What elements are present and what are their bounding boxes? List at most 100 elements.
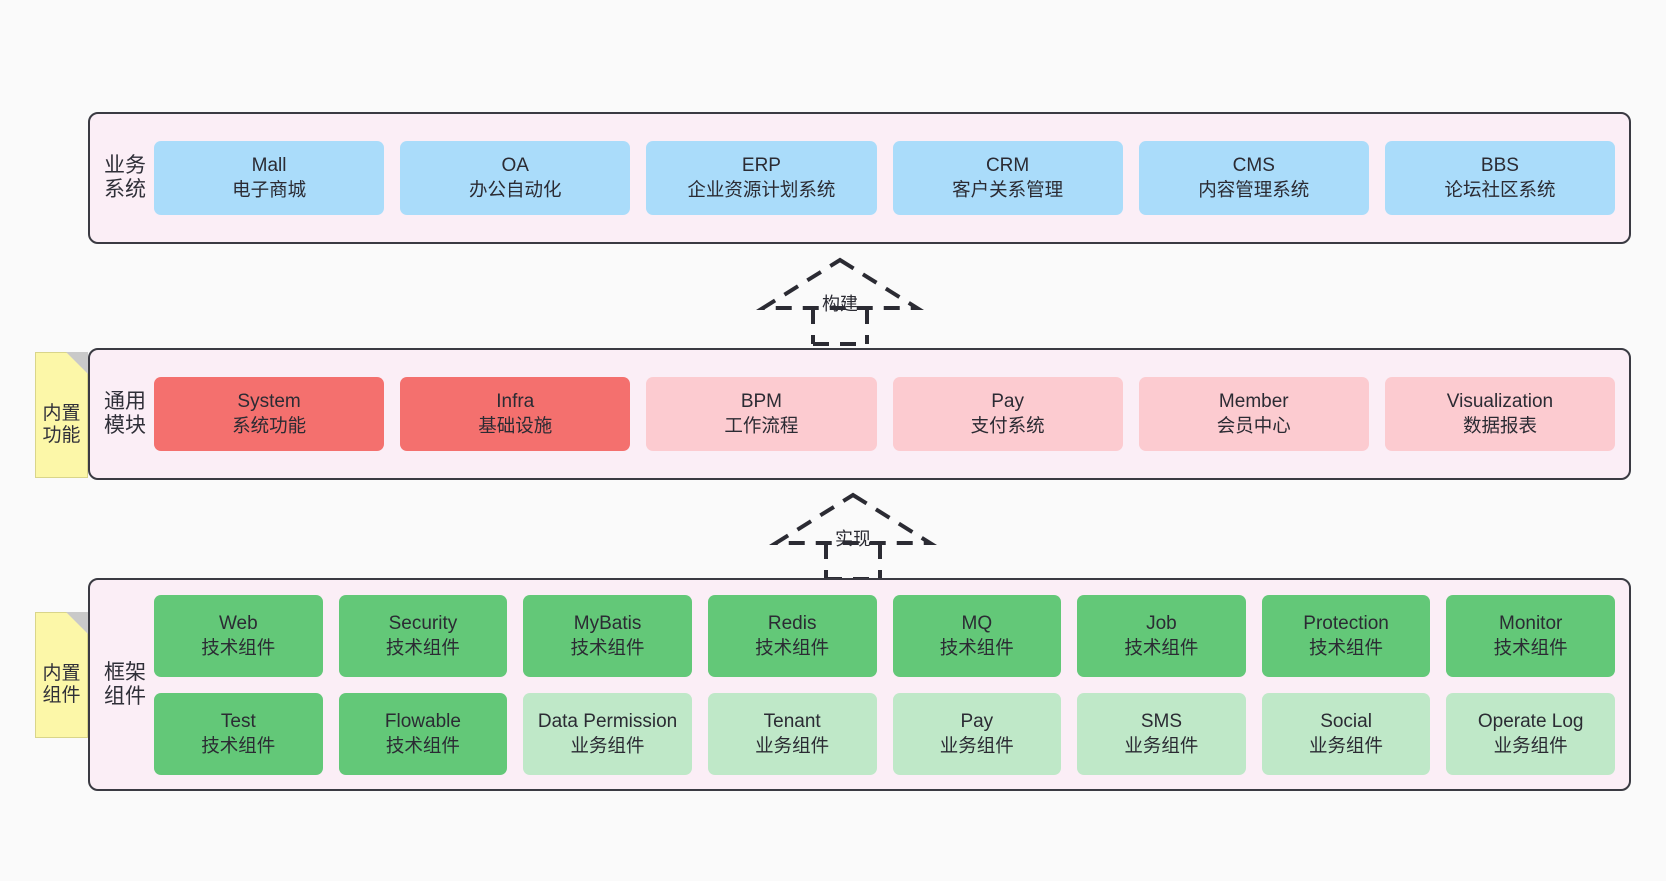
card-mq[interactable]: MQ 技术组件 bbox=[892, 594, 1062, 677]
card-subtitle: 支付系统 bbox=[970, 415, 1045, 437]
card-title: Infra bbox=[496, 391, 535, 412]
card-title: CRM bbox=[985, 155, 1030, 176]
card-infra[interactable]: Infra 基础设施 bbox=[400, 377, 631, 451]
card-subtitle: 业务组件 bbox=[939, 734, 1014, 756]
layer-title-business-system: 业务系统 bbox=[104, 154, 146, 201]
card-subtitle: 技术组件 bbox=[1493, 636, 1568, 658]
card-subtitle: 内容管理系统 bbox=[1198, 179, 1310, 201]
card-title: BBS bbox=[1480, 155, 1519, 176]
card-row: Test 技术组件 Flowable 技术组件 Data Permission … bbox=[154, 692, 1615, 775]
card-title: Protection bbox=[1303, 612, 1389, 634]
card-crm[interactable]: CRM 客户关系管理 bbox=[892, 141, 1123, 215]
generalization-arrow-icon bbox=[756, 257, 924, 346]
card-subtitle: 技术组件 bbox=[939, 636, 1014, 658]
card-flowable[interactable]: Flowable 技术组件 bbox=[338, 692, 508, 775]
card-member[interactable]: Member 会员中心 bbox=[1138, 377, 1369, 451]
card-pay-module[interactable]: Pay 支付系统 bbox=[892, 377, 1123, 451]
card-cms[interactable]: CMS 内容管理系统 bbox=[1138, 141, 1369, 215]
card-security[interactable]: Security 技术组件 bbox=[338, 594, 508, 677]
card-tenant[interactable]: Tenant 业务组件 bbox=[707, 692, 877, 775]
card-subtitle: 工作流程 bbox=[724, 415, 799, 437]
card-subtitle: 客户关系管理 bbox=[952, 179, 1064, 201]
layer-title-framework-component: 框架组件 bbox=[104, 660, 146, 708]
card-redis[interactable]: Redis 技术组件 bbox=[707, 594, 877, 677]
card-title: OA bbox=[501, 155, 529, 176]
card-subtitle: 业务组件 bbox=[1309, 734, 1384, 756]
connector-label: 实现 bbox=[835, 529, 871, 549]
card-title: Job bbox=[1146, 612, 1177, 634]
connector-label: 构建 bbox=[822, 294, 858, 314]
card-visualization[interactable]: Visualization 数据报表 bbox=[1384, 377, 1616, 451]
card-title: Flowable bbox=[384, 710, 461, 732]
card-title: Redis bbox=[767, 612, 817, 634]
layer-body-common-module: System 系统功能 Infra 基础设施 BPM 工作流程 Pay 支付系统… bbox=[148, 350, 1629, 478]
card-title: Pay bbox=[960, 710, 994, 732]
card-title: CMS bbox=[1232, 155, 1275, 176]
card-subtitle: 技术组件 bbox=[755, 636, 830, 658]
card-title: Operate Log bbox=[1477, 710, 1584, 732]
card-title: BPM bbox=[740, 391, 783, 412]
card-row: System 系统功能 Infra 基础设施 BPM 工作流程 Pay 支付系统… bbox=[154, 377, 1616, 451]
card-subtitle: 企业资源计划系统 bbox=[687, 179, 836, 201]
card-title: Tenant bbox=[763, 710, 821, 732]
card-subtitle: 技术组件 bbox=[201, 636, 276, 658]
card-title: ERP bbox=[741, 155, 781, 176]
layer-framework-component: 框架组件 Web 技术组件 Security 技术组件 MyBatis 技术组件… bbox=[88, 578, 1631, 791]
note-builtin-function: 内置功能 bbox=[35, 352, 88, 478]
folded-corner-icon bbox=[66, 612, 88, 634]
card-subtitle: 论坛社区系统 bbox=[1444, 179, 1556, 201]
card-subtitle: 电子商城 bbox=[232, 179, 307, 201]
card-mybatis[interactable]: MyBatis 技术组件 bbox=[523, 594, 692, 677]
card-subtitle: 技术组件 bbox=[385, 636, 460, 658]
card-title: SMS bbox=[1140, 710, 1183, 732]
card-subtitle: 技术组件 bbox=[1309, 636, 1384, 658]
card-sms[interactable]: SMS 业务组件 bbox=[1077, 692, 1246, 775]
note-builtin-component: 内置组件 bbox=[35, 612, 88, 738]
card-title: Social bbox=[1320, 710, 1372, 732]
card-title: Mall bbox=[251, 155, 287, 176]
connector-implement: 实现 bbox=[758, 491, 948, 581]
note-text: 内置功能 bbox=[42, 402, 81, 446]
card-mall[interactable]: Mall 电子商城 bbox=[154, 141, 385, 215]
card-bpm[interactable]: BPM 工作流程 bbox=[646, 377, 877, 451]
card-title: Pay bbox=[991, 391, 1024, 412]
card-subtitle: 业务组件 bbox=[570, 734, 645, 756]
layer-body-business-system: Mall 电子商城 OA 办公自动化 ERP 企业资源计划系统 CRM 客户关系… bbox=[148, 114, 1629, 242]
card-web[interactable]: Web 技术组件 bbox=[154, 594, 323, 677]
card-operate-log[interactable]: Operate Log 业务组件 bbox=[1446, 692, 1615, 775]
card-subtitle: 技术组件 bbox=[201, 734, 276, 756]
card-test[interactable]: Test 技术组件 bbox=[154, 692, 323, 775]
layer-common-module: 通用模块 System 系统功能 Infra 基础设施 BPM 工作流程 Pay… bbox=[88, 348, 1631, 480]
card-subtitle: 系统功能 bbox=[232, 415, 307, 437]
card-data-permission[interactable]: Data Permission 业务组件 bbox=[523, 692, 692, 775]
card-title: System bbox=[237, 391, 301, 412]
card-subtitle: 基础设施 bbox=[478, 415, 553, 437]
layer-business-system: 业务系统 Mall 电子商城 OA 办公自动化 ERP 企业资源计划系统 CRM… bbox=[88, 112, 1631, 244]
card-protection[interactable]: Protection 技术组件 bbox=[1261, 594, 1431, 677]
card-row: Web 技术组件 Security 技术组件 MyBatis 技术组件 Redi… bbox=[154, 594, 1615, 677]
card-subtitle: 技术组件 bbox=[385, 734, 460, 756]
connector-build: 构建 bbox=[745, 256, 935, 346]
card-subtitle: 会员中心 bbox=[1216, 415, 1291, 437]
card-bbs[interactable]: BBS 论坛社区系统 bbox=[1384, 141, 1616, 215]
card-title: Security bbox=[388, 612, 458, 634]
card-monitor[interactable]: Monitor 技术组件 bbox=[1446, 594, 1615, 677]
card-subtitle: 业务组件 bbox=[1493, 734, 1568, 756]
card-erp[interactable]: ERP 企业资源计划系统 bbox=[646, 141, 877, 215]
card-job[interactable]: Job 技术组件 bbox=[1077, 594, 1246, 677]
card-subtitle: 办公自动化 bbox=[469, 179, 562, 201]
card-subtitle: 业务组件 bbox=[1124, 734, 1199, 756]
card-oa[interactable]: OA 办公自动化 bbox=[400, 141, 631, 215]
card-pay-component[interactable]: Pay 业务组件 bbox=[892, 692, 1062, 775]
card-title: Web bbox=[218, 612, 258, 634]
card-system[interactable]: System 系统功能 bbox=[154, 377, 385, 451]
note-text: 内置组件 bbox=[42, 662, 81, 706]
layer-body-framework-component: Web 技术组件 Security 技术组件 MyBatis 技术组件 Redi… bbox=[148, 580, 1629, 789]
card-title: Data Permission bbox=[537, 710, 678, 732]
card-title: Visualization bbox=[1446, 391, 1554, 412]
card-title: Monitor bbox=[1499, 612, 1563, 634]
card-title: MQ bbox=[961, 612, 993, 634]
card-social[interactable]: Social 业务组件 bbox=[1261, 692, 1431, 775]
card-row: Mall 电子商城 OA 办公自动化 ERP 企业资源计划系统 CRM 客户关系… bbox=[154, 141, 1616, 215]
